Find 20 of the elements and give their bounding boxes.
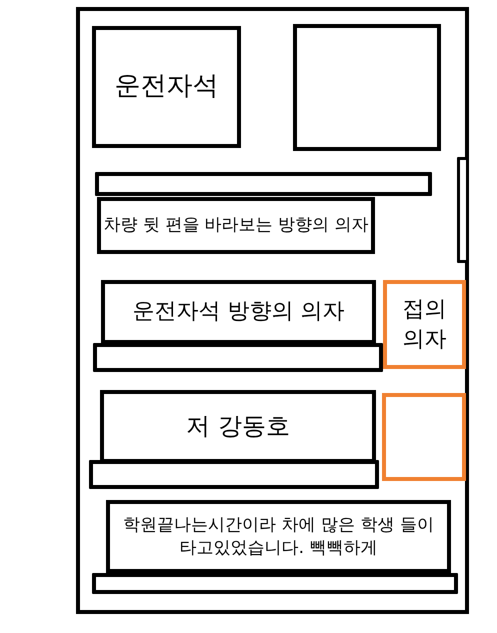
seat-bar	[95, 172, 432, 196]
seat-bar	[92, 573, 458, 594]
empty-box	[293, 24, 441, 151]
seat-box	[100, 390, 376, 463]
seat-box	[101, 280, 376, 344]
seat-label: 차량 뒷 편을 바라보는 방향의 의자	[103, 214, 369, 237]
seat-label: 운전자석	[114, 70, 218, 104]
seat-label: 운전자석 방향의 의자	[132, 298, 344, 326]
seat-box	[383, 280, 466, 369]
seat-label: 학원끝나는시간이라 차에 많은 학생 들이 타고있었습니다. 빽빽하게	[122, 514, 435, 560]
seat-label: 저 강동호	[186, 411, 290, 442]
empty-box	[382, 393, 466, 481]
seat-label: 접의 의자	[402, 296, 448, 354]
seat-bar	[93, 343, 383, 372]
seat-box	[106, 500, 451, 573]
seat-box	[97, 197, 375, 254]
seat-bar	[457, 157, 469, 263]
vehicle-outline	[76, 7, 469, 614]
seat-box	[92, 26, 241, 148]
seat-bar	[89, 460, 379, 489]
